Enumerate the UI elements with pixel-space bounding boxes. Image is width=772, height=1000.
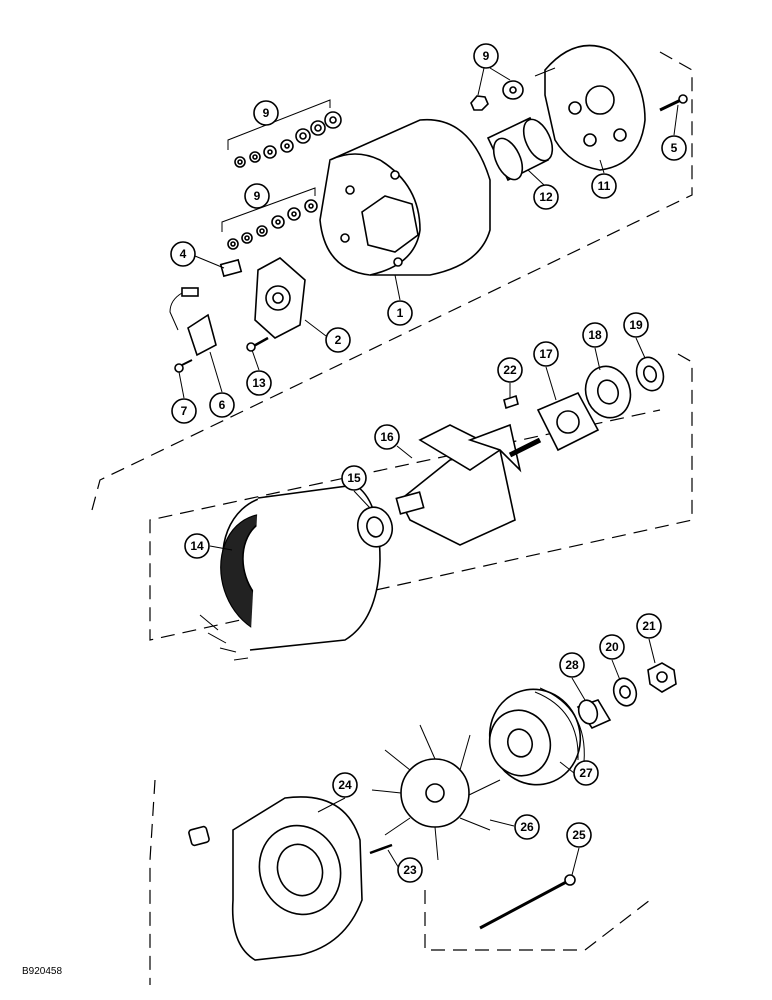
- part-16-rotor: [395, 423, 542, 546]
- callout-19: 19: [623, 312, 649, 338]
- part-20-washer: [612, 677, 638, 707]
- svg-text:25: 25: [572, 828, 586, 842]
- callout-7: 7: [171, 398, 197, 424]
- callout-25: 25: [566, 822, 592, 848]
- callout-20: 20: [599, 634, 625, 660]
- svg-text:23: 23: [403, 863, 417, 877]
- part-11-rectifier-plate: [534, 44, 646, 171]
- svg-text:17: 17: [539, 347, 553, 361]
- part-13-screw: [246, 336, 269, 352]
- part-6-capacitor: [169, 287, 217, 357]
- callout-16: 16: [374, 424, 400, 450]
- svg-text:9: 9: [483, 49, 490, 63]
- svg-text:1: 1: [397, 306, 404, 320]
- callout-14: 14: [184, 533, 210, 559]
- part-18-bearing: [584, 365, 632, 419]
- part-1-rear-housing: [319, 118, 491, 276]
- svg-text:9: 9: [263, 106, 270, 120]
- callout-leaders: [178, 67, 679, 876]
- part-5-screw: [659, 94, 688, 112]
- part-22-key: [503, 394, 519, 410]
- part-21-nut: [647, 662, 677, 693]
- callout-5: 5: [661, 135, 687, 161]
- part-9-nuts: [470, 80, 524, 111]
- part-9-washer-row-lower: [221, 187, 318, 250]
- callout-4: 4: [170, 241, 196, 267]
- svg-text:16: 16: [380, 430, 394, 444]
- figure-code: B920458: [22, 966, 63, 977]
- svg-text:5: 5: [671, 141, 678, 155]
- part-28-spacer: [576, 699, 612, 730]
- callout-21: 21: [636, 613, 662, 639]
- svg-text:14: 14: [190, 539, 204, 553]
- part-2-regulator: [254, 257, 306, 339]
- svg-text:24: 24: [338, 778, 352, 792]
- svg-text:22: 22: [503, 363, 517, 377]
- part-9-washer-row-upper: [227, 99, 342, 168]
- callout-24: 24: [332, 772, 358, 798]
- svg-text:9: 9: [254, 189, 261, 203]
- callout-22: 22: [497, 357, 523, 383]
- part-19-seal: [635, 356, 665, 392]
- callout-12: 12: [533, 184, 559, 210]
- part-25-bolt: [479, 874, 576, 930]
- part-27-pulley: [488, 687, 585, 786]
- svg-text:21: 21: [642, 619, 656, 633]
- callout-17: 17: [533, 341, 559, 367]
- callout-15: 15: [341, 465, 367, 491]
- part-26-fan: [371, 724, 501, 861]
- callout-9-nuts: 9: [473, 43, 499, 69]
- callout-11: 11: [591, 173, 617, 199]
- svg-text:18: 18: [588, 328, 602, 342]
- part-14-stator: [199, 484, 381, 661]
- svg-text:15: 15: [347, 471, 361, 485]
- svg-text:6: 6: [219, 398, 226, 412]
- part-7-screw: [174, 359, 193, 373]
- callout-1: 1: [387, 300, 413, 326]
- svg-text:12: 12: [539, 190, 553, 204]
- svg-text:27: 27: [579, 766, 593, 780]
- callout-13: 13: [246, 370, 272, 396]
- callout-28: 28: [559, 652, 585, 678]
- part-12-bushing: [486, 116, 554, 182]
- svg-text:13: 13: [252, 376, 266, 390]
- callout-18: 18: [582, 322, 608, 348]
- part-23-screw: [369, 843, 393, 855]
- part-24-front-housing: [188, 796, 363, 961]
- svg-text:28: 28: [565, 658, 579, 672]
- svg-text:4: 4: [180, 247, 187, 261]
- callout-6: 6: [209, 392, 235, 418]
- svg-text:26: 26: [520, 820, 534, 834]
- part-17-bearing-plate: [536, 391, 600, 452]
- callout-2: 2: [325, 327, 351, 353]
- svg-text:19: 19: [629, 318, 643, 332]
- group-boundaries: [91, 51, 693, 985]
- svg-text:11: 11: [598, 179, 611, 193]
- svg-text:7: 7: [181, 404, 188, 418]
- svg-text:20: 20: [605, 640, 619, 654]
- callout-9-lower-row: 9: [244, 183, 270, 209]
- callout-26: 26: [514, 814, 540, 840]
- callout-23: 23: [397, 857, 423, 883]
- svg-text:2: 2: [335, 333, 342, 347]
- callout-27: 27: [573, 760, 599, 786]
- part-4-brush: [219, 258, 243, 278]
- callout-9-upper-row: 9: [253, 100, 279, 126]
